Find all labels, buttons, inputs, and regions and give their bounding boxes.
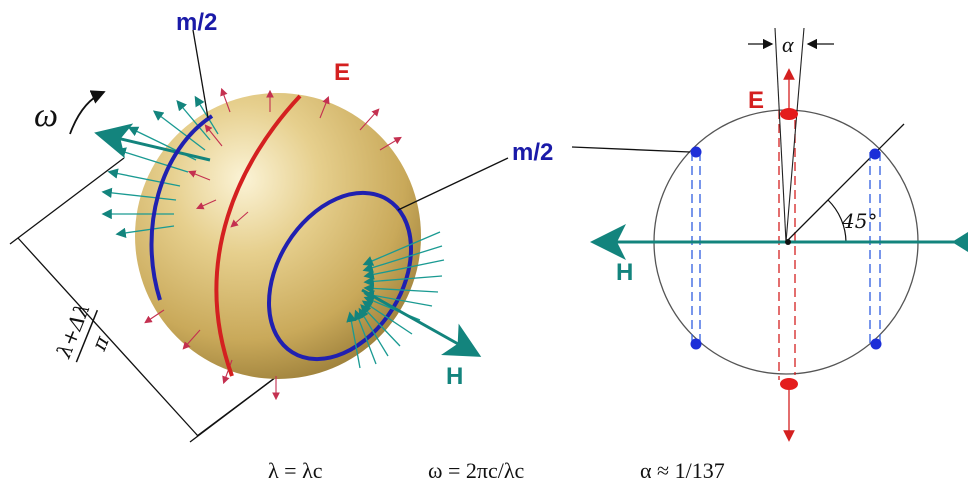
right-h-field-arrows [346,231,445,369]
e-field-arrows [144,87,402,401]
svg-text:π: π [86,332,114,355]
rotation-arrow [69,90,106,135]
e-dot-top [780,108,798,120]
omega-label: ω [34,97,58,134]
h-axis-tail [952,232,968,252]
formulas: λ = λc ω = 2πc/λc α ≈ 1/137 [268,458,725,483]
sphere-figure: ω m/2 E m/2 H λ+Δλ π [9,9,553,443]
m-dot-bottom-right [870,338,882,350]
fraction-label: λ+Δλ π [51,300,114,363]
angle-arc [827,199,847,243]
center-dot [785,239,791,245]
sphere [135,93,421,379]
alpha-label: α [782,32,794,57]
formula-omega: ω = 2πc/λc [428,458,525,483]
svg-text:λ+Δλ: λ+Δλ [51,300,95,362]
cross-section-figure: α 45° E H [571,27,968,442]
m-half-label-mid: m/2 [512,139,553,166]
left-h-main-arrow [94,123,211,162]
m-band-left [149,114,214,301]
e-band [214,94,302,377]
diagonal-45-line [785,123,905,243]
h-label-left: H [446,363,463,390]
m-leader-top [192,29,209,119]
e-dot-bottom [780,378,798,390]
m-dot-top-right [869,148,881,160]
formula-lambda: λ = λc [268,458,323,483]
e-label-right: E [748,87,764,114]
formula-alpha: α ≈ 1/137 [640,458,725,483]
m-dot-bottom-left [690,338,702,350]
m-leader-right [571,146,691,153]
h-label-right: H [616,259,633,286]
right-h-main-arrow [361,288,482,357]
e-label-left: E [334,59,350,86]
alpha-wedge-right [785,27,805,243]
alpha-wedge-left [774,27,787,243]
m-dot-top-left [690,146,702,158]
angle-label: 45° [841,209,877,233]
m-half-label-top: m/2 [176,9,217,36]
m-leader-mid [397,157,509,211]
